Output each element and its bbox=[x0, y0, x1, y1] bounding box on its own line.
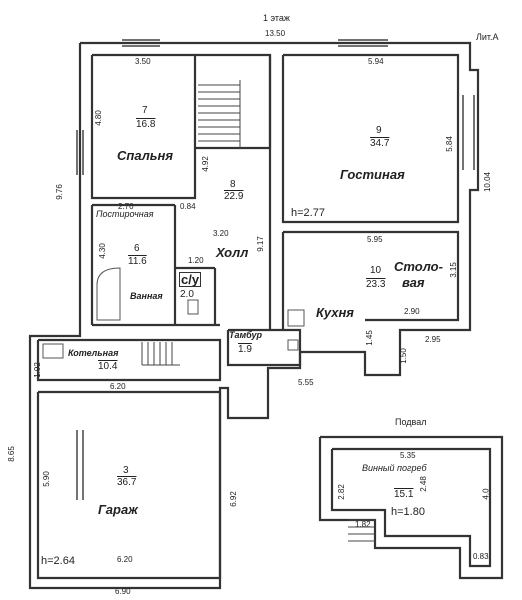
dim-living-side: 5.84 bbox=[444, 136, 454, 152]
hall-number: 8 bbox=[230, 179, 236, 190]
dining-area: 23.3 bbox=[366, 279, 386, 290]
stairs-hall bbox=[198, 80, 241, 148]
stairs-cellar bbox=[348, 519, 375, 542]
dim-dining-w: 5.95 bbox=[367, 235, 383, 244]
dim-boiler-w: 6.20 bbox=[110, 382, 126, 391]
dim-cellar-right: 4.0 bbox=[481, 488, 491, 500]
stove bbox=[287, 309, 305, 327]
boiler-unit bbox=[42, 343, 64, 359]
dim-garage-side: 5.90 bbox=[41, 471, 51, 487]
garage-number: 3 bbox=[123, 465, 129, 476]
dim-right-lower: 1.50 bbox=[398, 348, 408, 364]
dim-porch-w: 5.55 bbox=[298, 378, 314, 387]
dim-kitchen-side: 1.45 bbox=[364, 330, 374, 346]
cellar-name: Винный погреб bbox=[362, 463, 427, 473]
boiler-wall bbox=[36, 338, 222, 382]
dining-name-2: вая bbox=[402, 275, 425, 290]
dim-left-garage: 8.65 bbox=[6, 446, 16, 462]
dim-garage-right: 6.92 bbox=[228, 491, 238, 507]
dim-hall-w: 3.20 bbox=[213, 229, 229, 238]
living-name: Гостиная bbox=[340, 167, 405, 182]
toilet bbox=[187, 299, 199, 315]
dim-bedroom-top: 3.50 bbox=[135, 57, 151, 66]
bedroom-wall bbox=[90, 53, 197, 200]
bedroom-area: 16.8 bbox=[136, 119, 156, 130]
dim-dining-bottom: 2.90 bbox=[404, 307, 420, 316]
dim-bath-side: 4.30 bbox=[97, 243, 107, 259]
hall-area: 22.9 bbox=[224, 191, 244, 202]
sink bbox=[287, 339, 299, 351]
dining-wall bbox=[283, 230, 460, 322]
living-wall bbox=[281, 53, 460, 224]
floor-label: 1 этаж bbox=[263, 13, 290, 23]
laundry-name: Постирочная bbox=[96, 209, 154, 219]
garage-height: h=2.64 bbox=[41, 555, 75, 567]
bathtub bbox=[96, 267, 121, 321]
dim-boiler-side: 1.92 bbox=[32, 362, 42, 378]
dim-garage-bottom: 6.90 bbox=[115, 587, 131, 596]
garage-area: 36.7 bbox=[117, 477, 137, 488]
bath-area: 11.6 bbox=[128, 256, 147, 267]
bath-number: 6 bbox=[134, 243, 140, 254]
dim-cellar-left: 2.82 bbox=[336, 484, 346, 500]
stairs-boiler bbox=[141, 342, 180, 366]
outer-wall bbox=[28, 41, 480, 590]
dim-left-main: 9.76 bbox=[54, 184, 64, 200]
dim-right-main: 10.04 bbox=[483, 171, 493, 193]
dim-right-step: 2.95 bbox=[425, 335, 441, 344]
living-number: 9 bbox=[376, 125, 382, 136]
cellar-outer-wall bbox=[318, 435, 504, 580]
basement-label: Подвал bbox=[395, 417, 427, 427]
dim-cellar-mid: 2.48 bbox=[418, 476, 428, 492]
dining-number: 10 bbox=[370, 265, 382, 276]
bedroom-number: 7 bbox=[142, 105, 148, 116]
boiler-area: 10.4 bbox=[98, 361, 118, 372]
garage-name: Гараж bbox=[98, 502, 138, 517]
boiler-name: Котельная bbox=[68, 348, 119, 358]
dim-cellar-top: 5.35 bbox=[400, 451, 416, 460]
living-area: 34.7 bbox=[370, 138, 390, 149]
dining-name-1: Столо- bbox=[394, 259, 443, 274]
dim-hall-h: 9.17 bbox=[255, 236, 265, 252]
dim-cellar-step: 1.82 bbox=[355, 520, 371, 529]
lit-label: Лит.А bbox=[476, 32, 499, 42]
vestibule-name: Тамбур bbox=[229, 330, 263, 340]
dim-top: 13.50 bbox=[265, 29, 286, 38]
wc-area: 2.0 bbox=[180, 289, 194, 300]
hall-name: Холл bbox=[216, 245, 249, 260]
dim-wc-w: 1.20 bbox=[188, 256, 204, 265]
cellar-area: 15.1 bbox=[394, 489, 414, 500]
garage-wall bbox=[36, 390, 222, 580]
cellar-height: h=1.80 bbox=[391, 506, 425, 518]
windows bbox=[76, 39, 475, 500]
dim-hall-side: 4.92 bbox=[200, 156, 210, 172]
vestibule-wall bbox=[226, 328, 302, 367]
wc-name: с/у bbox=[179, 272, 202, 287]
bedroom-name: Спальня bbox=[117, 148, 174, 163]
kitchen-name: Кухня bbox=[316, 305, 354, 320]
dim-laundry-w: 2.70 bbox=[118, 202, 134, 211]
dim-cellar-corner: 0.83 bbox=[473, 552, 489, 561]
dim-dining-side: 3.15 bbox=[448, 262, 458, 278]
dim-laundry-d: 0.84 bbox=[180, 202, 196, 211]
dim-living-top: 5.94 bbox=[368, 57, 384, 66]
bath-name: Ванная bbox=[130, 291, 163, 301]
dim-garage-inner-bottom: 6.20 bbox=[117, 555, 133, 564]
cellar-inner-wall bbox=[330, 447, 492, 568]
main-height: h=2.77 bbox=[291, 207, 325, 219]
vestibule-area: 1.9 bbox=[238, 344, 252, 355]
dim-bedroom-side: 4.80 bbox=[93, 110, 103, 126]
